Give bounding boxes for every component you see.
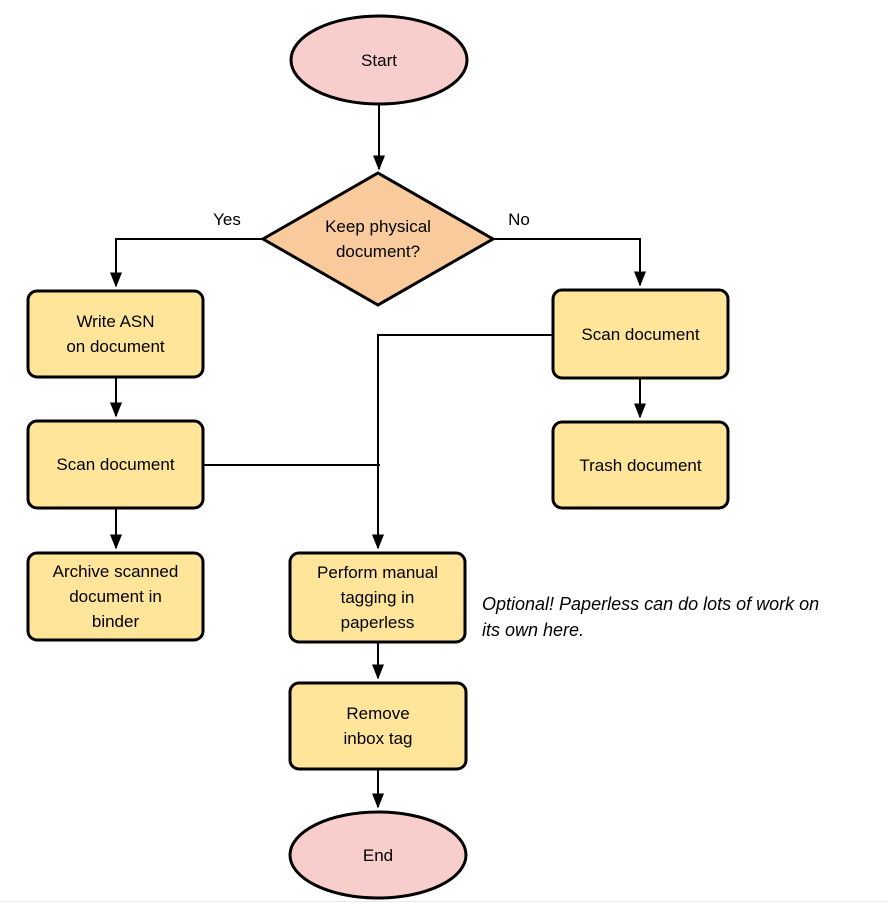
end-node-label: End — [362, 845, 394, 865]
decision-node-shape — [259, 171, 497, 307]
no-edge-label: No — [508, 210, 530, 229]
write-asn-node-label: Write ASN on document — [66, 312, 165, 356]
scan-document-right-node-label: Scan document — [581, 324, 700, 344]
trash-node-shape — [551, 420, 730, 510]
start-node-label: Start — [361, 50, 397, 70]
manual-tagging-node-label: Perform manual tagging in paperless — [317, 563, 438, 632]
trash-node-label: Trash document — [579, 455, 702, 475]
yes-edge-label: Yes — [213, 210, 241, 229]
edge-decision-scan-right — [493, 238, 646, 287]
archive-node-shape — [26, 551, 205, 642]
remove-inbox-tag-node-label: Remove inbox tag — [343, 704, 413, 748]
scan-document-left-node-label: Scan document — [56, 455, 175, 474]
start-node-shape — [289, 14, 469, 106]
edge-scan-right-tagging — [372, 334, 553, 550]
annotation-text: Optional! Paperless can do lots of work … — [482, 594, 820, 640]
page-boundary-line — [0, 901, 888, 902]
archive-node-label: Archive scanned document in binder — [52, 562, 179, 631]
edge-decision-write-asn — [110, 238, 263, 288]
decision-node-label: Keep physical document? — [325, 217, 431, 261]
end-node-shape — [288, 810, 468, 900]
